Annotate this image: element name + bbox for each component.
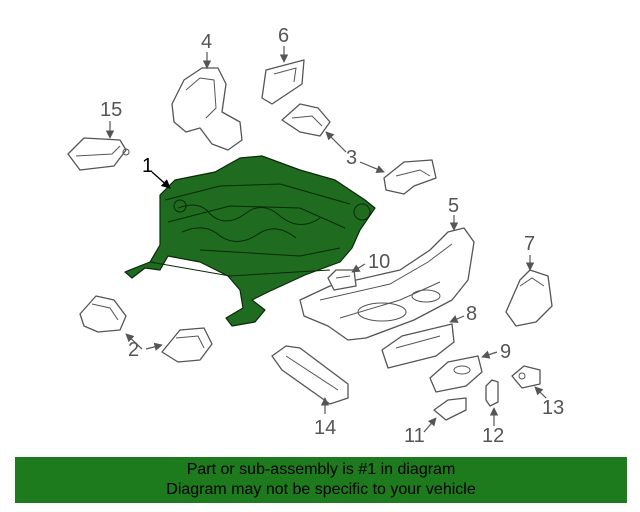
leader-8 xyxy=(449,315,465,323)
trim-cover-part-7 xyxy=(505,269,553,327)
callout-3: 3 xyxy=(346,147,357,169)
leader-10 xyxy=(351,263,366,273)
callout-4: 4 xyxy=(201,31,212,53)
leader-9 xyxy=(481,350,498,359)
switch-part-9 xyxy=(429,355,483,393)
callout-1: 1 xyxy=(142,155,153,177)
knob-part-10 xyxy=(327,269,357,291)
knob-part-13 xyxy=(511,365,541,389)
knob-part-12 xyxy=(485,379,499,407)
seat-frame-part-1 xyxy=(124,155,376,327)
side-shield-part-4 xyxy=(171,67,243,151)
parts-diagram: 1 2 3 4 5 6 7 8 9 10 11 12 13 14 15 xyxy=(67,25,564,447)
callout-5: 5 xyxy=(448,195,459,217)
knob-part-11 xyxy=(433,397,467,421)
callout-9: 9 xyxy=(500,341,511,363)
leader-2b xyxy=(145,342,163,351)
callout-12: 12 xyxy=(482,425,504,447)
leader-1 xyxy=(151,171,171,189)
module-part-15 xyxy=(67,137,130,171)
bracket-part-3 xyxy=(281,103,437,195)
callout-15: 15 xyxy=(100,99,122,121)
leader-13 xyxy=(534,386,547,399)
leader-11 xyxy=(423,417,437,433)
leader-3a xyxy=(325,131,347,153)
plate-part-6 xyxy=(261,59,305,105)
callout-6: 6 xyxy=(278,25,289,47)
trim-strip-part-14 xyxy=(271,345,349,405)
callout-2: 2 xyxy=(128,339,139,361)
leader-3b xyxy=(359,161,385,173)
track-cover-part-2 xyxy=(79,295,213,363)
callout-10: 10 xyxy=(368,251,390,273)
diagram-note-banner: Part or sub-assembly is #1 in diagram Di… xyxy=(15,457,627,503)
callout-11: 11 xyxy=(404,425,425,447)
banner-line-1: Part or sub-assembly is #1 in diagram xyxy=(186,461,456,478)
callout-8: 8 xyxy=(466,303,477,325)
banner-line-2: Diagram may not be specific to your vehi… xyxy=(166,481,476,498)
callout-13: 13 xyxy=(542,397,564,419)
switch-part-8 xyxy=(381,323,455,369)
seat-side-panel-part-5 xyxy=(299,227,475,341)
leader-2 xyxy=(125,333,143,350)
callout-14: 14 xyxy=(314,417,336,439)
callout-7: 7 xyxy=(524,233,535,255)
